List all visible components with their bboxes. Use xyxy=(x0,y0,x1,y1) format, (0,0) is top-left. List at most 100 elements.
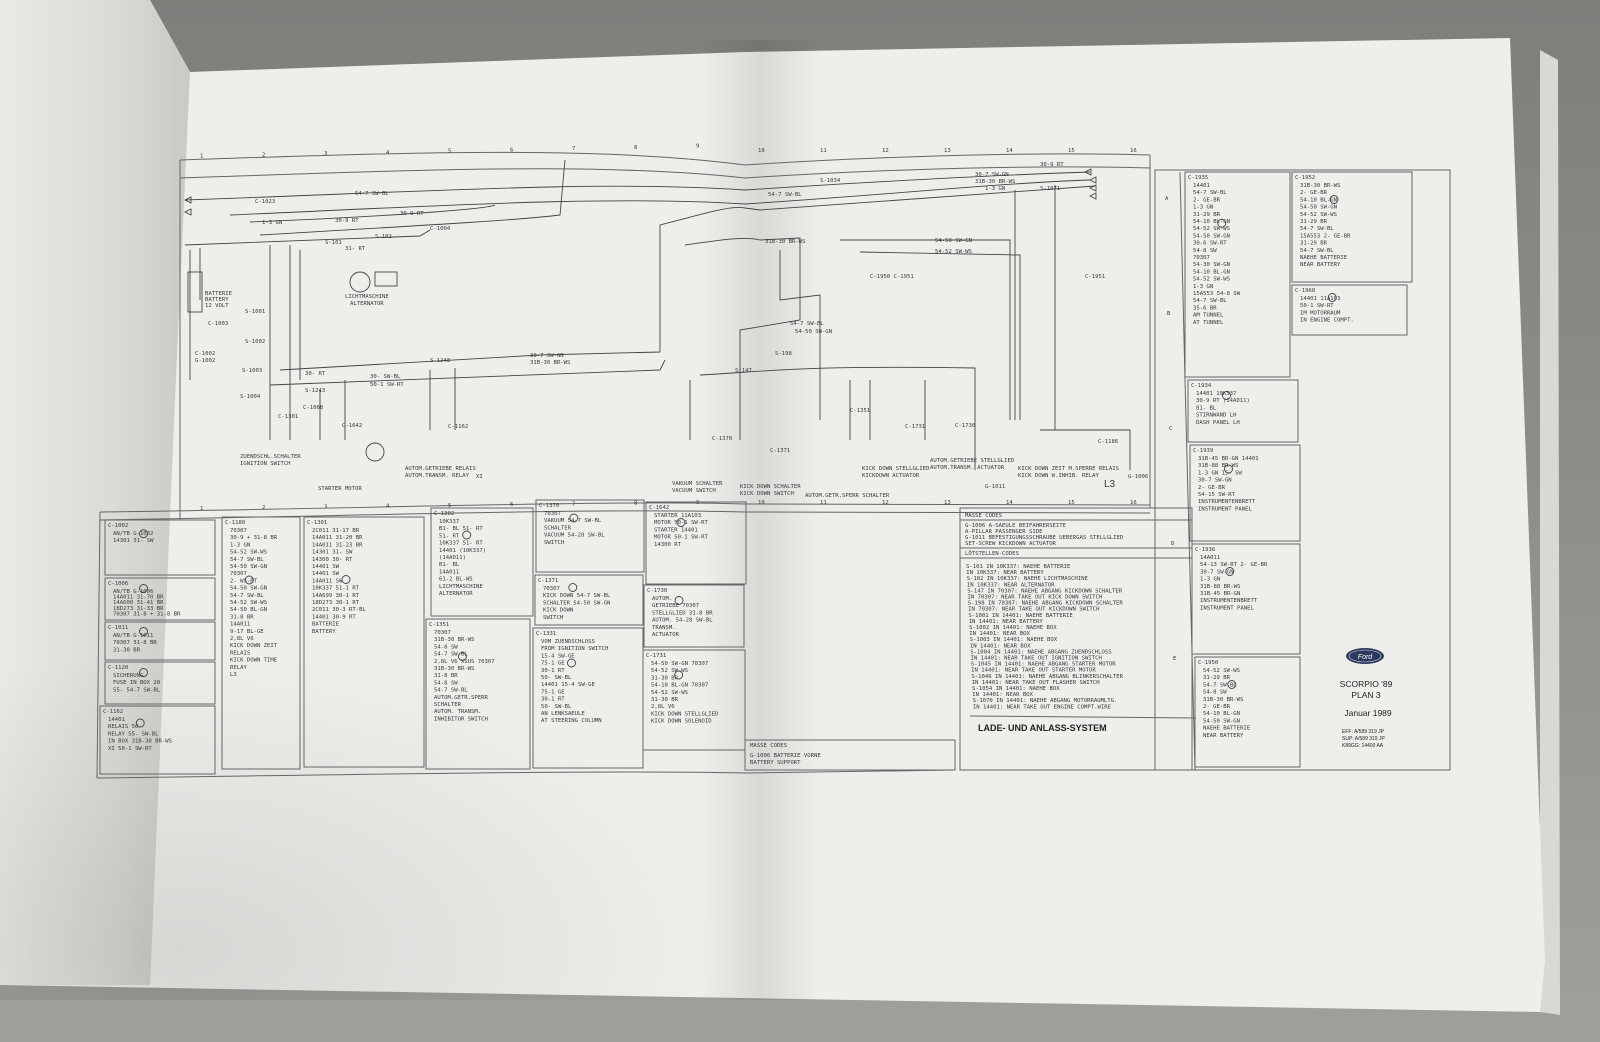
connector-pin-label: 30-1 RT xyxy=(541,668,565,674)
ref-eff: EFF: A/589 319 JP xyxy=(1342,729,1385,735)
connector-pin-label: B1- BL xyxy=(439,562,460,568)
connector-pin-label: 14401 30-9 RT xyxy=(312,614,356,620)
diagram-label: S-1248 xyxy=(430,358,451,364)
connector-pin-label: 31B-88 BR-WS xyxy=(1198,463,1238,469)
connector-pin-label: 54-10 BL-GN 70307 xyxy=(651,683,708,689)
connector-pin-label: 75-1 GE xyxy=(541,661,565,667)
connector-plug-icon xyxy=(568,583,578,592)
connector-pin-label: 15A553 54-8 SW xyxy=(1193,291,1241,297)
connector-plug-icon xyxy=(1224,464,1233,474)
connector-id: C-1011 xyxy=(108,625,128,631)
diagram-label: STARTER MOTOR xyxy=(318,486,362,492)
loetstellen-code-line: S-1004 IN 14401: NAEHE ABGANG ZUENDSCHLO… xyxy=(970,649,1111,655)
connector-pin-label: 55- 54-7 SW-BL xyxy=(113,687,161,693)
connector-pin-label: 30-9 + 31-8 BR xyxy=(230,535,278,541)
connector-pin-label: 1-3 GN xyxy=(230,542,250,548)
connector-plug-icon xyxy=(244,575,254,585)
connector-pin-label: 10K337 51-1 RT xyxy=(312,586,360,592)
diagram-label: 30-9 RT xyxy=(1040,162,1064,168)
diagram-label: C-1371 xyxy=(770,448,790,454)
grid-number: 10 xyxy=(758,500,765,506)
connector-pin-label: VACUUM 54-28 SW-BL xyxy=(544,533,605,539)
diagram-label: ALTERNATOR xyxy=(350,301,384,307)
grid-number: 5 xyxy=(448,149,451,155)
connector-pin-label: BATTERY xyxy=(312,629,336,635)
connector-pin-label: 31B-30 BR-WS xyxy=(1300,183,1340,189)
connector-plug-icon xyxy=(1217,218,1227,228)
diagram-label: AUTOM.GETR.SPERR SCHALTER xyxy=(805,493,890,499)
diagram-label: S-1004 xyxy=(240,394,261,400)
diagram-label: C-1301 xyxy=(278,414,298,420)
diagram-label: KICK DOWN SCHALTER xyxy=(740,484,801,490)
connector-pin-label: VOM ZUENDSCHLOSS xyxy=(541,639,595,645)
connector-pin-label: IM MOTORRAUM xyxy=(1300,310,1341,316)
connector-pin-label: 14A011 31-20 BR xyxy=(312,535,363,541)
connector-pin-label: AN LENKSAEULE xyxy=(541,711,585,717)
connector-id: C-1934 xyxy=(1191,383,1212,389)
connector-pin-label: DASH PANEL LH xyxy=(1196,420,1240,426)
diagram-label: S-1001 xyxy=(245,309,265,315)
connector-pin-label: 54-52 SW-WS xyxy=(1193,277,1230,283)
ground-codes-box: MASSE CODES G-1006 BATTERIE VORNE BATTER… xyxy=(744,739,956,771)
connector-pin-label: 75-1 GE xyxy=(541,689,565,695)
connector-pin-label: 54-52 SW-WS xyxy=(230,550,267,556)
grid-numbers: 1122334455667788991010111112121313141415… xyxy=(200,144,1137,512)
loetstellen-code-line: S-147 IN 70307: NAEHE ABGANG KICKDOWN SC… xyxy=(967,588,1123,594)
diagram-label: S-198 xyxy=(775,351,792,357)
connector-pin-label: 31B-45 BR-GN xyxy=(1200,591,1240,597)
connector-pin-label: 54-7 SW-BL xyxy=(434,688,468,694)
grid-number: 15 xyxy=(1068,500,1075,506)
diagram-label: G-1006 xyxy=(1128,474,1148,480)
grid-number: 12 xyxy=(882,500,889,506)
grid-letter: E xyxy=(1173,656,1177,662)
connector-pin-label: B1- BL 51- RT xyxy=(439,526,483,532)
connector-pin-label: VAKUUM 54-7 SW-BL xyxy=(544,518,602,524)
connector-pin-label: KICK DOWN ZEIT xyxy=(230,643,278,649)
loetstellen-codes-heading: LÖTSTELLEN-CODES xyxy=(965,550,1019,557)
connector-id: C-1935 xyxy=(1188,175,1208,181)
ref-k89gg: K89GG: 14400 AA xyxy=(1342,743,1384,749)
connector-pin-label: 14301 31- SW xyxy=(312,550,353,556)
connector-pin-label: 54-52 SW-WS xyxy=(1193,226,1230,232)
connector-pin-label: 54-15 SW-RT xyxy=(1198,492,1236,498)
connector-pin-label: 54-10 BL-GN xyxy=(1193,219,1230,225)
connector-pin-label: IN ENGINE COMPT. xyxy=(1300,318,1354,324)
connector-id: C-1952 xyxy=(1295,175,1315,181)
loetstellen-code-line: IN 14401: NEAR BOX xyxy=(972,692,1033,698)
connector-pin-label: KICK DOWN 54-7 SW-BL xyxy=(543,593,611,599)
grid-number: 16 xyxy=(1130,148,1137,154)
connector-pin-label: 30-1 RT xyxy=(541,697,565,703)
diagram-label: VACUUM SWITCH xyxy=(672,488,716,494)
diagram-label: S-147 xyxy=(735,368,752,374)
diagram-label: C-1351 xyxy=(850,408,870,414)
connector-pin-label: 10K337 51- RT xyxy=(439,541,483,547)
loetstellen-code-line: S-198 IN 70307: NAEHE ABGANG KICKDOWN SC… xyxy=(968,601,1124,607)
connector-id: C-1936 xyxy=(1195,547,1215,553)
loetstellen-code-line: IN 14401: NEAR TAKE OUT IGNITION SWITCH xyxy=(971,656,1102,662)
diagram-label: VAKUUM SCHALTER xyxy=(672,481,723,487)
connector-box-border xyxy=(1191,543,1301,655)
grid-number: 11 xyxy=(820,500,827,506)
connector-pin-label: 2,8L V6 XSUS 70307 xyxy=(434,659,495,665)
connector-pin-label: 14A011 xyxy=(1200,555,1220,561)
connector-id: C-1968 xyxy=(1295,288,1316,294)
grid-letter: A xyxy=(1165,196,1169,202)
connector-pin-label: 51- RT xyxy=(439,533,460,539)
connector-pin-label: 54-52 SW-WS xyxy=(651,690,688,696)
connector-pin-label: XI 50-1 SW-RT xyxy=(108,746,152,752)
diagram-label: 30- SW-BL xyxy=(370,374,401,380)
diagram-label: AUTOM.TRANSM. RELAY xyxy=(405,473,470,479)
connector-pin-label: AUTOM. TRANSM. xyxy=(434,709,481,715)
connector-plug-icon xyxy=(569,513,579,523)
connector-pin-label: 31-29 BR xyxy=(1300,219,1328,225)
connector-pin-label: 70307 xyxy=(544,511,561,517)
diagram-label: C-1370 xyxy=(712,436,732,442)
connector-box-border xyxy=(1187,379,1299,443)
plan-number: PLAN 3 xyxy=(1351,690,1381,700)
grid-number: 9 xyxy=(696,500,699,506)
connector-box-border xyxy=(425,618,531,770)
